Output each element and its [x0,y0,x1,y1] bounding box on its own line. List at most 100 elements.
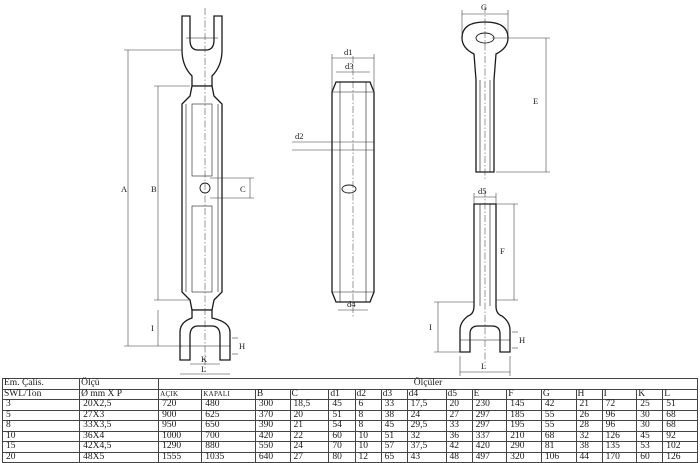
header-col: B [254,388,291,400]
cell-value: 210 [506,430,542,442]
header-col: H [575,388,603,400]
cell-acik: 1555 [158,451,203,463]
cell-value: 8 [354,420,382,432]
cell-value: 337 [471,430,508,442]
cell-value: 51 [328,409,356,421]
cell-value: 96 [601,420,638,432]
bottom-jaw-fork [179,309,231,361]
cell-kapali: 480 [201,399,256,411]
cell-value: 8 [354,409,382,421]
header-col: I [601,388,638,400]
cell-value: 33 [380,399,408,411]
cell-value: 18,5 [289,399,330,411]
dimension-label-d5: d5 [478,186,487,196]
cell-value: 290 [506,441,542,453]
header-kapali: KAPALI [201,388,256,400]
cell-value: 38 [575,441,603,453]
cell-value: 106 [540,451,577,463]
cell-value: 65 [380,451,408,463]
cell-value: 26 [575,409,603,421]
header-col: K [636,388,664,400]
cell-value: 102 [662,441,698,453]
cell-value: 32 [406,430,447,442]
dimension-label-I-right: I [429,322,432,332]
cell-value: 145 [506,399,542,411]
cell-value: 45 [636,430,664,442]
cell-value: 70 [328,441,356,453]
cell-value: 55 [540,420,577,432]
cell-value: 42 [540,399,577,411]
cell-value: 30 [636,409,664,421]
cell-value: 230 [471,399,508,411]
cell-value: 297 [471,409,508,421]
cell-value: 37,5 [406,441,447,453]
eye-end-view: G E [461,2,550,180]
cell-value: 135 [601,441,638,453]
cell-size: 48X5 [79,451,160,463]
cell-size: 27X3 [79,409,160,421]
cell-value: 42 [445,441,473,453]
cell-kapali: 880 [201,441,256,453]
cell-value: 68 [662,420,698,432]
cell-value: 21 [575,399,603,411]
cell-kapali: 1035 [201,451,256,463]
header-col: L [662,388,698,400]
cell-acik: 900 [158,409,203,421]
cell-acik: 1000 [158,430,203,442]
cell-value: 68 [662,409,698,421]
cell-value: 22 [289,430,330,442]
cell-size: 36X4 [79,430,160,442]
cell-kapali: 625 [201,409,256,421]
cell-value: 370 [254,409,291,421]
cell-value: 51 [380,430,408,442]
cell-value: 25 [636,399,664,411]
header-swl-ton: SWL/Ton [1,388,81,400]
cell-acik: 1290 [158,441,203,453]
cell-value: 10 [354,441,382,453]
dimension-label-d4: d4 [347,299,356,309]
top-jaw-fork [181,15,223,87]
cell-size: 20X2,5 [79,399,160,411]
cell-value: 126 [662,451,698,463]
dimension-label-L-right: L [481,361,486,371]
header-col: d5 [445,388,473,400]
cell-value: 27 [289,451,330,463]
cell-acik: 950 [158,420,203,432]
cell-size: 33X3,5 [79,420,160,432]
cell-value: 53 [636,441,664,453]
dimension-label-A: A [121,184,128,194]
cell-swl: 8 [1,420,81,432]
cell-value: 43 [406,451,447,463]
cell-value: 24 [289,441,330,453]
dimension-label-C: C [240,184,246,194]
header-col: C [289,388,330,400]
cell-value: 68 [540,430,577,442]
cell-value: 640 [254,451,291,463]
dimension-table: Em. Çalis. Ölçü Ölçüler SWL/Ton Ø mm X P… [1,378,698,463]
cell-size: 42X4,5 [79,441,160,453]
dimension-label-d3: d3 [345,61,354,71]
cell-value: 60 [328,430,356,442]
cell-value: 170 [601,451,638,463]
cell-value: 550 [254,441,291,453]
cell-value: 126 [601,430,638,442]
cell-value: 48 [445,451,473,463]
cell-value: 92 [662,430,698,442]
header-col: d1 [328,388,356,400]
cell-value: 57 [380,441,408,453]
cell-value: 17,5 [406,399,447,411]
header-col: d4 [406,388,447,400]
dimension-label-H-left: H [239,341,245,351]
cell-value: 28 [575,420,603,432]
cell-kapali: 650 [201,420,256,432]
cell-value: 54 [328,420,356,432]
header-col: d3 [380,388,408,400]
header-olcu-sub: Ø mm X P [79,388,160,400]
cell-value: 20 [289,409,330,421]
cell-value: 12 [354,451,382,463]
cell-swl: 10 [1,430,81,442]
header-olcu: Ölçü [79,378,160,390]
